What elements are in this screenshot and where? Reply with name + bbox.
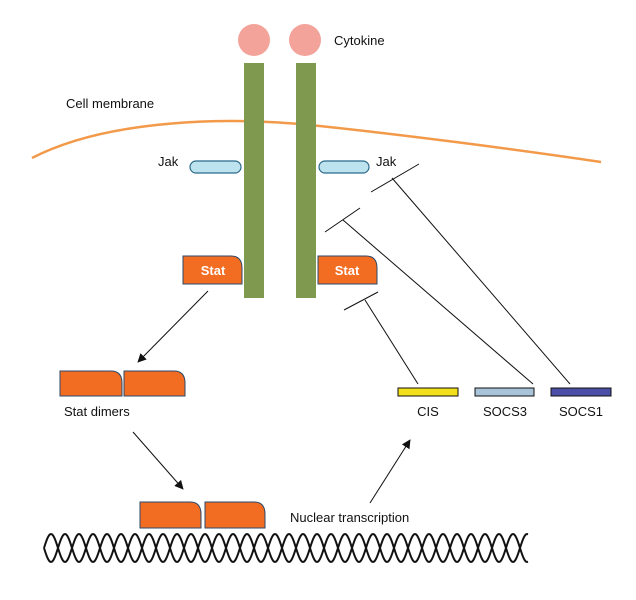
stat-left — [182, 255, 243, 285]
cell-membrane-curve — [31, 119, 602, 164]
jak-right-label: Jak — [376, 154, 397, 169]
stat-right — [317, 255, 378, 285]
dna-dimer-block-right — [204, 501, 266, 529]
nuclear-transcription-label: Nuclear transcription — [290, 510, 409, 525]
arrow-transcription-to-cis — [369, 439, 411, 504]
cytokine-label: Cytokine — [334, 33, 385, 48]
socs1-label: SOCS1 — [559, 404, 603, 419]
inhibition-socs1-to-jak — [370, 163, 571, 385]
jak-left-label: Jak — [158, 154, 179, 169]
inhibition-socs3-to-receptor — [324, 207, 534, 385]
arrow-dimers-to-dna — [132, 431, 184, 490]
stat-right-label: Stat — [335, 263, 360, 278]
stat-dimer-block-right — [123, 370, 186, 397]
receptor-chain-right — [296, 63, 316, 298]
socs3-bar — [474, 387, 535, 397]
cytokine-circle-left — [238, 24, 270, 56]
cytokine-circle-right — [289, 24, 321, 56]
jak-left — [189, 160, 242, 174]
stat-dimers-label: Stat dimers — [64, 404, 130, 419]
cell-membrane-label: Cell membrane — [66, 96, 154, 111]
socs1-bar — [550, 387, 612, 397]
stat-dimer-block-left — [59, 370, 123, 397]
jak-right — [318, 160, 370, 174]
cis-label: CIS — [417, 404, 439, 419]
socs3-label: SOCS3 — [483, 404, 527, 419]
cis-bar — [397, 387, 459, 397]
arrow-stat-to-dimers — [137, 290, 209, 363]
dna-dimer-block-left — [139, 501, 202, 529]
dna-double-helix — [43, 532, 529, 564]
stat-left-label: Stat — [201, 263, 226, 278]
inhibition-cis-to-stat — [343, 291, 419, 385]
receptor-chain-left — [244, 63, 264, 298]
